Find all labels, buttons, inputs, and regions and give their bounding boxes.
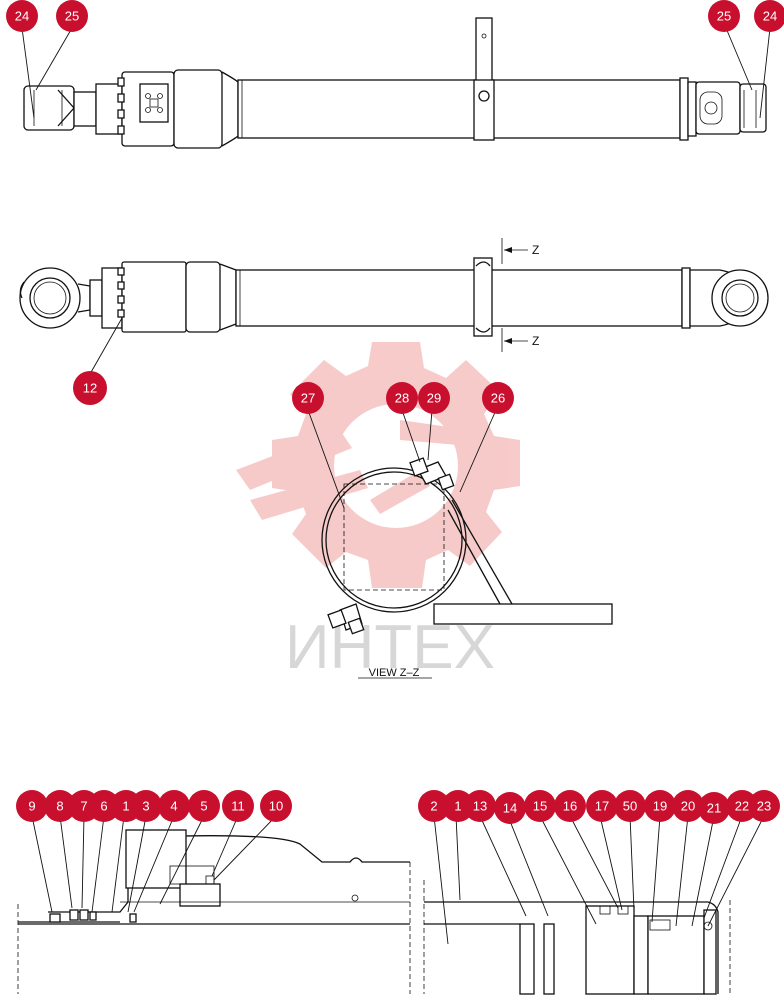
callout-12: 12 — [73, 371, 107, 405]
svg-text:19: 19 — [653, 799, 667, 814]
svg-text:29: 29 — [427, 391, 441, 406]
svg-text:10: 10 — [269, 799, 283, 814]
callout-8: 8 — [44, 790, 76, 822]
callout-27: 27 — [292, 382, 324, 414]
svg-text:13: 13 — [473, 799, 487, 814]
svg-text:6: 6 — [100, 799, 107, 814]
base-plate — [433, 603, 613, 625]
callout-1: 1 — [442, 790, 474, 822]
side-clamp — [473, 257, 493, 337]
section-marker-bottom: Z — [532, 334, 539, 348]
callout-4: 4 — [158, 790, 190, 822]
svg-text:21: 21 — [707, 801, 721, 816]
watermark: ИНТЕХ — [236, 342, 520, 682]
callout-15: 15 — [524, 790, 556, 822]
callout-5: 5 — [188, 790, 220, 822]
svg-text:3: 3 — [142, 799, 149, 814]
callout-11: 11 — [222, 790, 254, 822]
callout-7: 7 — [68, 790, 100, 822]
svg-text:12: 12 — [83, 381, 97, 396]
left-clevis — [23, 85, 75, 131]
svg-text:25: 25 — [717, 9, 731, 24]
svg-text:24: 24 — [763, 9, 777, 24]
view-z-z: VIEW Z–Z — [321, 457, 613, 679]
side-head-block — [121, 261, 187, 333]
left-eye — [19, 267, 81, 329]
right-eye — [711, 269, 769, 327]
callout-29: 29 — [418, 382, 450, 414]
svg-text:15: 15 — [533, 799, 547, 814]
callout-24: 24 — [754, 0, 784, 32]
callout-17: 17 — [586, 790, 618, 822]
callout-13: 13 — [464, 790, 496, 822]
view-label: VIEW Z–Z — [369, 667, 420, 679]
callout-50: 50 — [614, 790, 646, 822]
svg-text:8: 8 — [56, 799, 63, 814]
svg-text:17: 17 — [595, 799, 609, 814]
callout-19: 19 — [644, 790, 676, 822]
callout-25: 25 — [708, 0, 740, 32]
side-barrel — [235, 269, 683, 327]
svg-text:2: 2 — [430, 799, 437, 814]
callout-2: 2 — [418, 790, 450, 822]
callout-28: 28 — [386, 382, 418, 414]
callout-22: 22 — [726, 790, 758, 822]
callout-21: 21 — [698, 792, 730, 824]
svg-text:1: 1 — [454, 799, 461, 814]
watermark-gear-logo — [236, 342, 520, 588]
callout-14: 14 — [494, 792, 526, 824]
callout-9: 9 — [16, 790, 48, 822]
callout-26: 26 — [482, 382, 514, 414]
leader-lines — [21, 27, 771, 945]
section-marker-top: Z — [532, 243, 539, 257]
callout-20: 20 — [672, 790, 704, 822]
svg-text:7: 7 — [80, 799, 87, 814]
svg-text:16: 16 — [563, 799, 577, 814]
svg-text:9: 9 — [28, 799, 35, 814]
svg-text:5: 5 — [200, 799, 207, 814]
svg-text:28: 28 — [395, 391, 409, 406]
callout-24: 24 — [6, 0, 38, 32]
callout-16: 16 — [554, 790, 586, 822]
svg-text:22: 22 — [735, 799, 749, 814]
callout-3: 3 — [130, 790, 162, 822]
right-clevis — [695, 81, 741, 135]
svg-text:25: 25 — [65, 9, 79, 24]
svg-text:26: 26 — [491, 391, 505, 406]
section-view — [17, 829, 731, 995]
svg-text:50: 50 — [623, 799, 637, 814]
svg-text:1: 1 — [122, 799, 129, 814]
cylinder-top-view — [23, 17, 767, 149]
svg-text:20: 20 — [681, 799, 695, 814]
svg-text:11: 11 — [231, 799, 245, 814]
callout-10: 10 — [260, 790, 292, 822]
cylinder-barrel — [237, 79, 681, 139]
svg-text:4: 4 — [170, 799, 177, 814]
svg-text:23: 23 — [757, 799, 771, 814]
svg-text:14: 14 — [503, 801, 517, 816]
callout-23: 23 — [748, 790, 780, 822]
svg-text:24: 24 — [15, 9, 29, 24]
clamp-ring — [321, 467, 467, 613]
callouts: 24 25 25 24 12 27 28 29 26 9 1 6 8 7 3 4… — [6, 0, 784, 824]
svg-text:27: 27 — [301, 391, 315, 406]
cylinder-side-view: Z Z — [19, 238, 769, 352]
callout-25: 25 — [56, 0, 88, 32]
top-bracket — [475, 17, 493, 85]
